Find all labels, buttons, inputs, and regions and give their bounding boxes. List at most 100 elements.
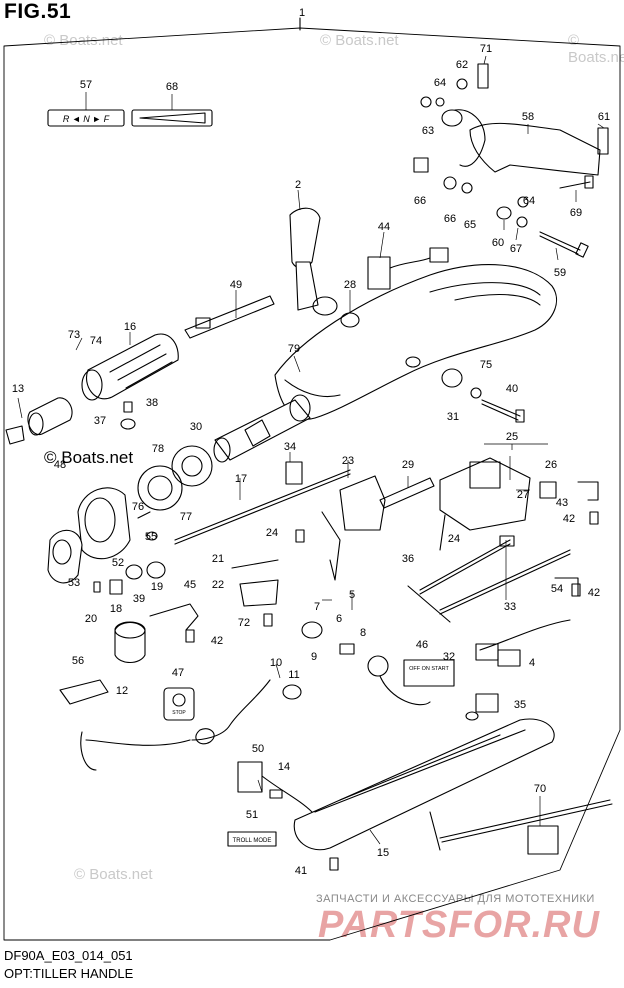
callout-21: 21 [212, 553, 224, 565]
callout-20: 20 [85, 613, 97, 625]
callout-62: 62 [456, 59, 468, 71]
callout-37: 37 [94, 415, 106, 427]
shop-tagline: ЗАПЧАСТИ И АКСЕССУАРЫ ДЛЯ МОТОТЕХНИКИ [316, 893, 595, 905]
callout-24b: 24 [448, 533, 460, 545]
callout-54: 54 [551, 583, 563, 595]
cable-17 [174, 469, 351, 541]
callout-8: 8 [360, 627, 366, 639]
callout-18: 18 [110, 603, 122, 615]
callout-16: 16 [124, 321, 136, 333]
screw-40 [481, 399, 521, 417]
callout-57: 57 [80, 79, 92, 91]
callout-48: 48 [54, 459, 66, 471]
troll-mode-plate [227, 831, 277, 847]
figure-title: FIG.51 [4, 0, 72, 23]
callout-75: 75 [480, 359, 492, 371]
callout-19: 19 [151, 581, 163, 593]
watermark-site-dark: © Boats.net [44, 448, 134, 467]
throttle-grip [86, 333, 179, 400]
callout-51: 51 [246, 809, 258, 821]
callout-44: 44 [378, 221, 390, 233]
cable-33 [439, 549, 571, 611]
callout-50: 50 [252, 743, 264, 755]
callout-56: 56 [72, 655, 84, 667]
callout-77: 77 [180, 511, 192, 523]
callout-70: 70 [534, 783, 546, 795]
mounting-bracket [469, 122, 601, 176]
callout-14: 14 [278, 761, 290, 773]
callout-39: 39 [133, 593, 145, 605]
assembly-outline [3, 27, 621, 941]
callout-34: 34 [284, 441, 296, 453]
callout-7: 7 [314, 601, 320, 613]
steering-rod [439, 799, 611, 839]
callout-49: 49 [230, 279, 242, 291]
callout-15: 15 [377, 847, 389, 859]
clip-56 [59, 679, 109, 705]
watermark-site-1: © Boats.net [44, 32, 123, 49]
callout-41: 41 [295, 865, 307, 877]
callout-71: 71 [480, 43, 492, 55]
callout-46: 46 [416, 639, 428, 651]
tiller-shaft [214, 399, 311, 461]
callout-10: 10 [270, 657, 282, 669]
callout-63: 63 [422, 125, 434, 137]
callout-2: 2 [295, 179, 301, 191]
key-switch [301, 621, 323, 639]
callout-61: 61 [598, 111, 610, 123]
callout-22: 22 [212, 579, 224, 591]
callout-11: 11 [288, 669, 299, 681]
figure-name: OPT:TILLER HANDLE [4, 966, 134, 981]
bottom-cover [293, 718, 555, 851]
callout-30: 30 [190, 421, 202, 433]
callout-42c: 42 [588, 587, 600, 599]
callout-35: 35 [514, 699, 526, 711]
callout-40: 40 [506, 383, 518, 395]
part-35 [475, 693, 499, 713]
callout-74: 74 [90, 335, 102, 347]
callout-42b: 42 [563, 513, 575, 525]
screw-59 [539, 231, 581, 251]
callout-23: 23 [342, 455, 354, 467]
callout-79: 79 [288, 343, 300, 355]
callout-73: 73 [68, 329, 80, 341]
callout-9: 9 [311, 651, 317, 663]
link-rod [184, 295, 275, 339]
callout-78: 78 [152, 443, 164, 455]
shift-lever [295, 261, 319, 311]
callout-69: 69 [570, 207, 582, 219]
callout-27: 27 [517, 489, 529, 501]
callout-4: 4 [529, 657, 535, 669]
callout-33: 33 [504, 601, 516, 613]
switch-assembly [439, 457, 531, 531]
callout-5: 5 [349, 589, 355, 601]
callout-64b: 64 [523, 195, 535, 207]
callout-24a: 24 [266, 527, 278, 539]
lever-45 [149, 603, 199, 631]
lanyard-cord [191, 679, 271, 741]
watermark-site-4: © Boats.net [74, 866, 153, 883]
callout-45: 45 [184, 579, 196, 591]
cable-3 [419, 539, 511, 591]
figure-code: DF90A_E03_014_051 [4, 948, 133, 963]
callout-59: 59 [554, 267, 566, 279]
throttle-housing [77, 487, 131, 560]
callout-60: 60 [492, 237, 504, 249]
shop-logo: PARTSFOR.RU [318, 904, 600, 946]
friction-gear [137, 465, 183, 511]
throttle-cap [47, 529, 83, 584]
callout-25: 25 [506, 431, 518, 443]
callout-32: 32 [443, 651, 455, 663]
callout-42a: 42 [211, 635, 223, 647]
callout-17: 17 [235, 473, 247, 485]
callout-13: 13 [12, 383, 24, 395]
stop-plate-text: STOP [172, 710, 186, 716]
callout-53: 53 [68, 577, 80, 589]
callout-58: 58 [522, 111, 534, 123]
callout-1: 1 [299, 7, 305, 19]
ignition-plate-text: OFF ON START [409, 666, 449, 672]
switch-44 [367, 256, 391, 290]
callout-67: 67 [510, 243, 522, 255]
tiller-handle-body [274, 264, 557, 420]
